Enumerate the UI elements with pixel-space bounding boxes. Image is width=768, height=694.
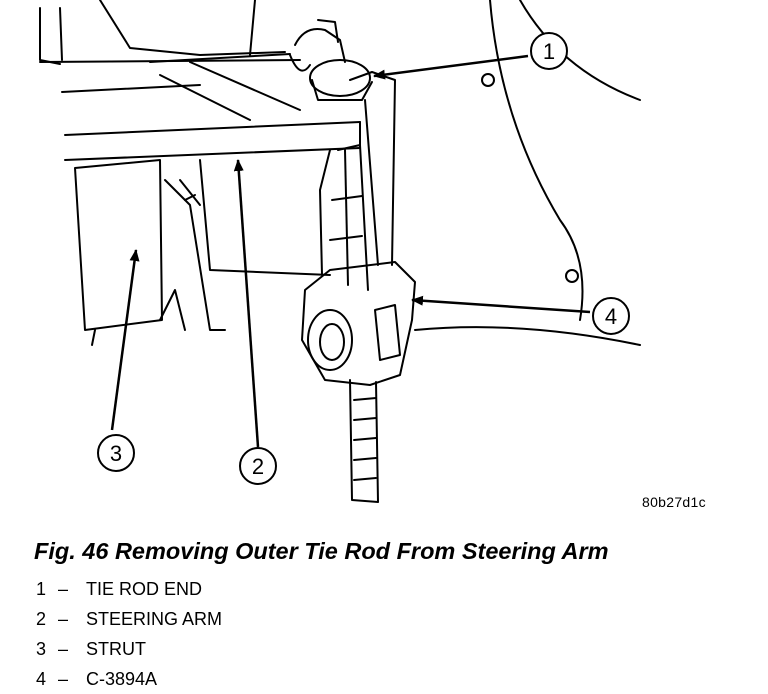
callout-1: 1 [530,32,568,70]
legend-dash: – [58,669,69,689]
callout-arrow-1 [373,54,529,80]
legend-label: STEERING ARM [86,609,223,629]
legend-item: 2–STEERING ARM [36,604,222,634]
legend-number: 4 [36,669,47,689]
tie-rod-end [289,19,373,101]
legend-number: 2 [36,609,47,629]
callout-arrow-2 [233,159,260,448]
legend: 1–TIE ROD END 2–STEERING ARM 3–STRUT 4–C… [36,574,222,694]
steering-arm [64,121,361,276]
callout-1-number: 1 [543,39,555,64]
legend-label: TIE ROD END [86,579,203,599]
callout-arrow-3 [110,249,140,431]
legend-item: 4–C-3894A [36,664,222,694]
strut [74,159,226,346]
callout-4: 4 [592,297,630,335]
legend-item: 1–TIE ROD END [36,574,222,604]
legend-item: 3–STRUT [36,634,222,664]
legend-number: 1 [36,579,47,599]
legend-dash: – [58,609,69,629]
legend-number: 3 [36,639,47,659]
legend-dash: – [58,639,69,659]
callout-3: 3 [97,434,135,472]
callout-2: 2 [239,447,277,485]
technical-illustration: 1 2 3 4 [39,0,641,503]
callout-4-number: 4 [605,304,617,329]
legend-label: STRUT [86,639,146,659]
callout-2-number: 2 [252,454,264,479]
legend-label: C-3894A [86,669,158,689]
callout-3-number: 3 [110,441,122,466]
image-code: 80b27d1c [642,494,706,510]
fender-panel [39,0,641,321]
figure-caption: Fig. 46 Removing Outer Tie Rod From Stee… [34,538,609,564]
callout-arrow-4 [411,295,591,314]
puller-tool [301,71,641,503]
legend-dash: – [58,579,69,599]
